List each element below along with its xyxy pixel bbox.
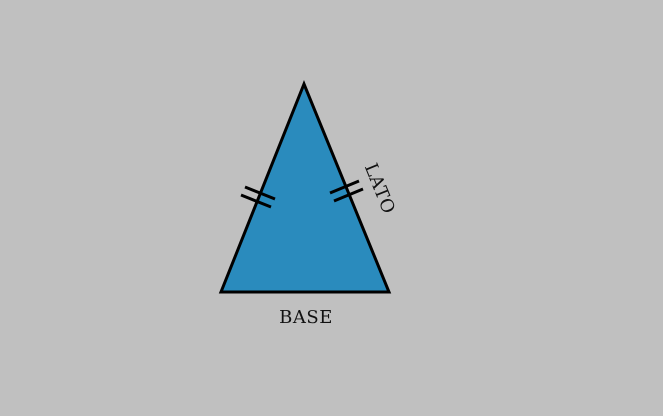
left-tick-mark-1	[244, 185, 276, 201]
right-tick-mark-2	[333, 187, 364, 203]
isosceles-triangle	[218, 79, 392, 294]
left-side-equal-marks	[240, 185, 276, 209]
right-tick-mark-1	[329, 179, 360, 195]
base-label: BASE	[279, 307, 333, 328]
right-side-equal-marks	[329, 179, 364, 203]
left-tick-mark-2	[240, 193, 272, 209]
